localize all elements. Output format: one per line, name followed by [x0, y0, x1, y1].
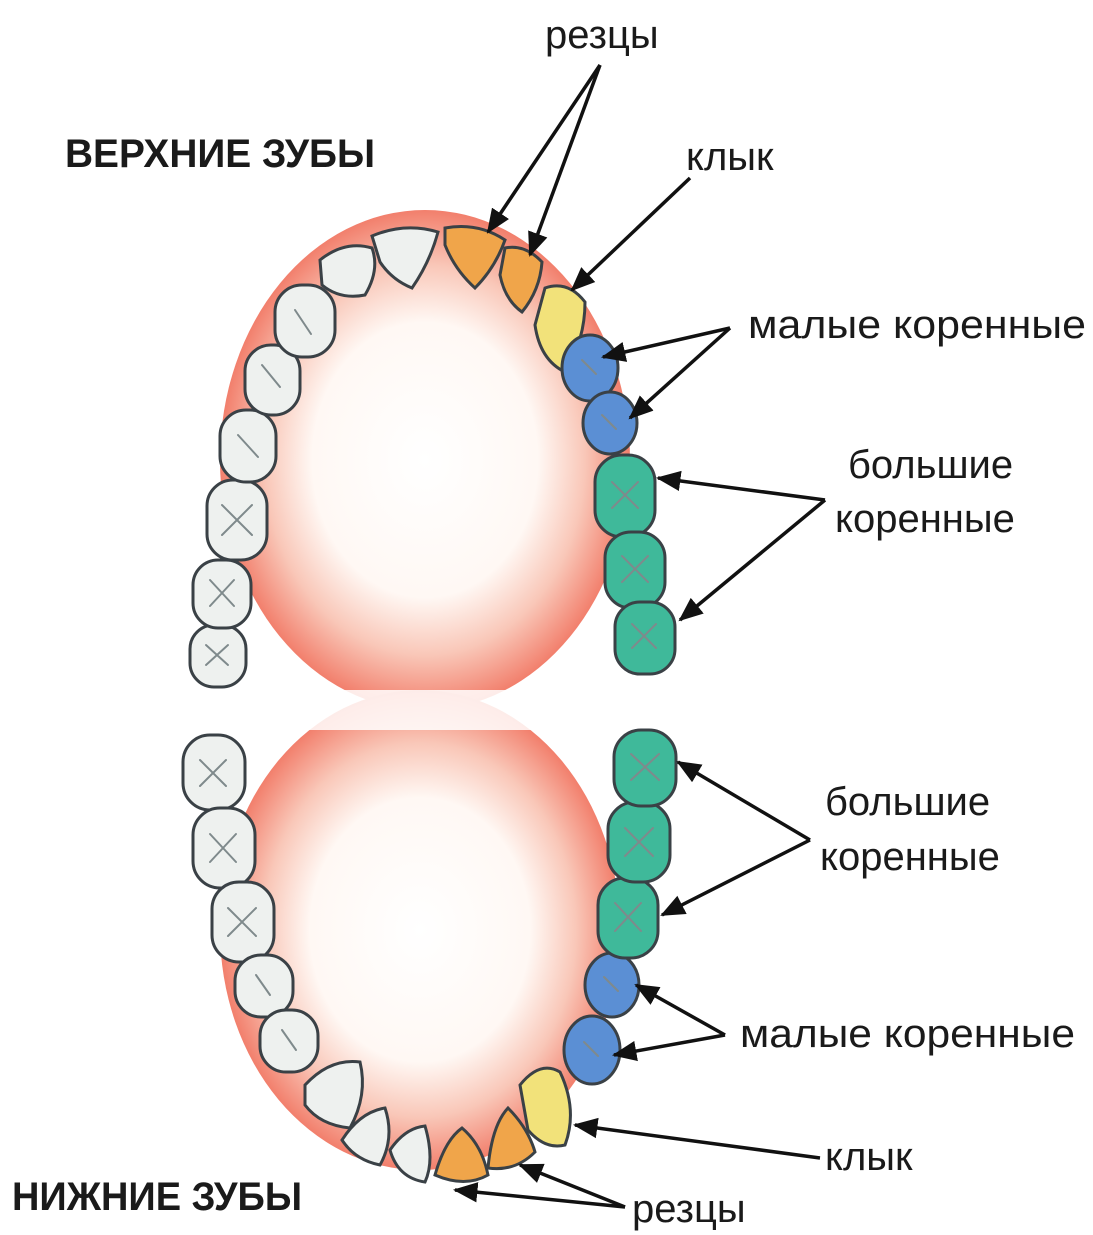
- label-upper-molars-line2: коренные: [835, 497, 1015, 541]
- arrow-lower-premolar-1: [636, 985, 725, 1035]
- label-upper-molars-line1: большие: [848, 443, 1013, 487]
- label-lower-incisors: резцы: [632, 1187, 746, 1231]
- jaw-gap: [180, 690, 680, 730]
- tooth-upper-incisor-left: [320, 246, 375, 297]
- label-lower-premolars: малые коренные: [740, 1012, 1075, 1056]
- label-upper-incisors: резцы: [545, 13, 659, 57]
- label-lower-molars-line1: большие: [825, 780, 990, 824]
- arrow-lower-premolar-2: [614, 1035, 725, 1055]
- label-lower-molars-line2: коренные: [820, 835, 1000, 879]
- label-upper-premolars: малые коренные: [748, 303, 1086, 347]
- tooth-upper-canine-left: [275, 285, 335, 357]
- arrow-upper-incisor-2: [530, 65, 600, 255]
- upper-jaw-title: ВЕРХНИЕ ЗУБЫ: [65, 132, 375, 176]
- lower-jaw-title: НИЖНИЕ ЗУБЫ: [12, 1175, 302, 1219]
- arrow-lower-molar-1: [678, 762, 810, 840]
- arrow-lower-canine: [575, 1125, 820, 1158]
- arrow-upper-premolar-2: [630, 328, 730, 418]
- arrow-lower-molar-2: [662, 840, 810, 915]
- label-upper-canine: клык: [686, 135, 774, 179]
- upper-gum: [220, 210, 630, 710]
- label-lower-canine: клык: [825, 1135, 913, 1179]
- arrow-upper-molar-2: [680, 500, 825, 620]
- arrow-upper-incisor-1: [488, 65, 600, 232]
- arrow-upper-premolar-1: [603, 328, 730, 357]
- arrow-upper-canine: [572, 178, 690, 290]
- arrow-upper-molar-1: [658, 478, 825, 500]
